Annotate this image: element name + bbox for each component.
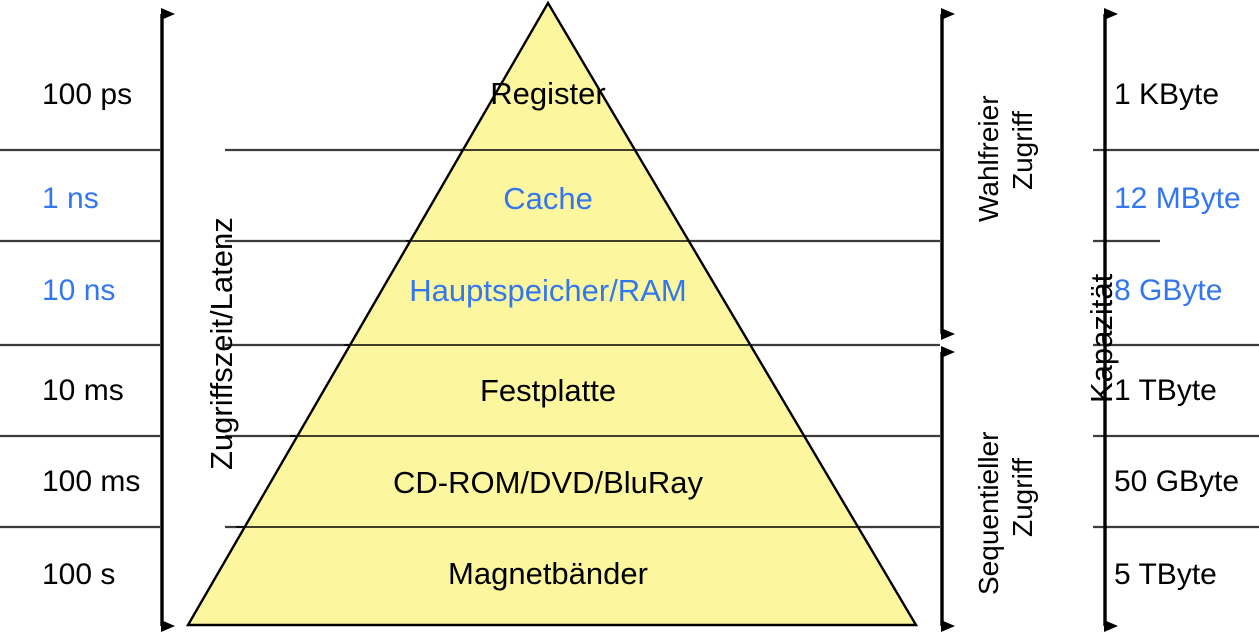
tier-label-cache: Cache (503, 181, 593, 216)
capacity-label-disk: 1 TByte (1114, 374, 1217, 407)
pyramid-shape (185, 0, 919, 627)
sequential-access-title-line2: Zugriff (1007, 458, 1038, 537)
tier-label-tape: Magnetbänder (448, 556, 648, 591)
tier-label-ram: Hauptspeicher/RAM (409, 273, 687, 308)
tier-label-register: Register (490, 76, 606, 111)
tier-label-optical: CD-ROM/DVD/BluRay (392, 465, 704, 500)
latency-label-cache: 1 ns (42, 182, 99, 215)
latency-label-disk: 10 ms (42, 374, 124, 407)
right-axis-title: Kapazität (1084, 273, 1119, 403)
sequential-access-title-line1: Sequentieller (973, 431, 1004, 595)
capacity-label-ram: 8 GByte (1114, 274, 1223, 307)
left-axis-title: Zugriffszeit/Latenz (204, 217, 239, 470)
latency-label-optical: 100 ms (42, 465, 141, 498)
capacity-label-optical: 50 GByte (1114, 465, 1240, 498)
capacity-label-tape: 5 TByte (1114, 558, 1217, 591)
capacity-label-register: 1 KByte (1114, 78, 1220, 111)
tier-label-disk: Festplatte (479, 373, 617, 408)
latency-label-tape: 100 s (42, 558, 116, 591)
pyramid-triangle (185, 0, 919, 627)
latency-label-register: 100 ps (42, 78, 133, 111)
latency-label-ram: 10 ns (42, 274, 116, 307)
capacity-label-cache: 12 MByte (1114, 182, 1241, 215)
random-access-title-line1: Wahlfreier (973, 95, 1004, 222)
random-access-title-line2: Zugriff (1007, 111, 1038, 190)
